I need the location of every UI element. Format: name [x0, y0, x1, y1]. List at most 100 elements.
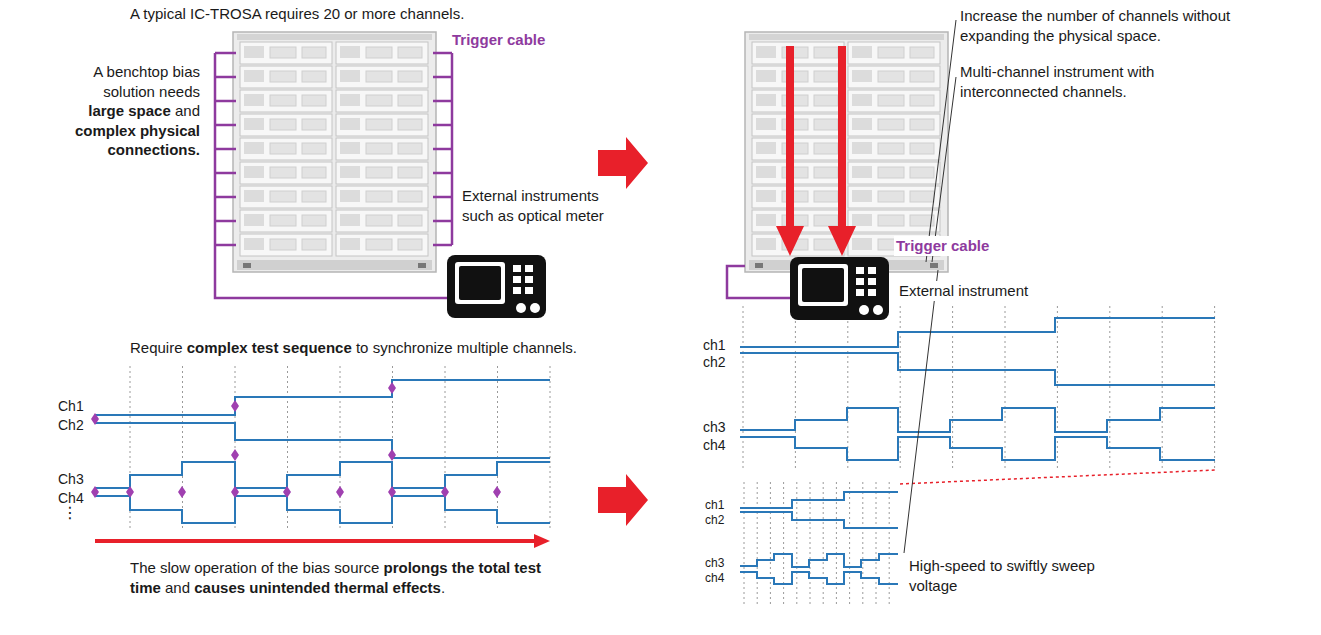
- instrument-module: [270, 119, 296, 130]
- instrument-module: [240, 210, 332, 232]
- channel-name: Ch2: [58, 416, 84, 434]
- instrument-icon: [798, 264, 848, 306]
- instrument-module: [848, 210, 940, 232]
- instrument-module: [782, 47, 808, 58]
- instrument-module: [240, 42, 332, 64]
- chart-grid: [1057, 306, 1058, 470]
- channel-name: ch4: [703, 436, 726, 454]
- instrument-module: [336, 66, 428, 88]
- transition-arrow: [598, 137, 648, 189]
- plain-text: A benchtop bias solution needs: [93, 63, 200, 100]
- instrument-module: [336, 186, 428, 208]
- trigger-marker: [178, 486, 186, 498]
- instrument-module: [752, 90, 844, 112]
- instrument-module: [302, 119, 326, 130]
- instrument-icon: [856, 267, 864, 274]
- instrument-module: [752, 114, 844, 136]
- chart-grid: [876, 482, 877, 605]
- instrument-module: [814, 95, 838, 106]
- instrument-module: [336, 42, 428, 64]
- instrument-module: [336, 186, 428, 208]
- instrument-module: [240, 186, 332, 208]
- trigger-cable: [727, 266, 790, 298]
- instrument-module: [336, 138, 428, 160]
- trigger-cable: [215, 52, 236, 55]
- chart-grid: [1214, 306, 1215, 470]
- instrument-icon: [790, 257, 889, 320]
- instrument-module: [398, 191, 422, 202]
- trigger-marker: [231, 400, 239, 412]
- instrument-module: [336, 234, 428, 256]
- instrument-module: [240, 66, 332, 88]
- trigger-marker: [91, 382, 501, 498]
- instrument-module: [910, 71, 934, 82]
- section-heading: Require complex test sequence to synchro…: [130, 338, 577, 358]
- instrument-module: [240, 186, 332, 208]
- instrument-icon: [513, 276, 521, 283]
- trigger-cable: [433, 172, 452, 175]
- waveform: [740, 437, 1215, 460]
- instrument-module: [244, 214, 264, 226]
- instrument-module: [910, 95, 934, 106]
- waveform: [740, 353, 1215, 385]
- instrument-module: [756, 214, 776, 226]
- trigger-cable: [433, 124, 452, 127]
- callout-text: Multi-channel instrument with interconne…: [960, 62, 1208, 101]
- rack-illustration: [755, 263, 763, 268]
- waveform: [740, 554, 898, 567]
- instrument-icon: [513, 265, 521, 272]
- instrument-module: [336, 162, 428, 184]
- plain-text: The slow operation of the bias source: [130, 559, 383, 576]
- trigger-cable: [215, 244, 236, 247]
- consolidation-arrow: [776, 226, 804, 256]
- rack-illustration: [237, 260, 432, 270]
- trigger-marker: [126, 486, 134, 498]
- instrument-module: [244, 70, 264, 82]
- rack-illustration: [237, 34, 432, 40]
- instrument-module: [878, 95, 904, 106]
- instrument-module: [398, 167, 422, 178]
- emphasis-text: complex test sequence: [187, 339, 352, 356]
- instrument-module: [756, 70, 776, 82]
- instrument-module: [240, 66, 332, 88]
- trigger-cable: [215, 76, 236, 79]
- instrument-module: [852, 118, 872, 130]
- trigger-cable: [215, 196, 236, 199]
- trigger-cable: [433, 244, 452, 247]
- instrument-module: [848, 90, 940, 112]
- channel-name: ch4: [705, 571, 724, 587]
- instrument-module: [782, 143, 808, 154]
- instrument-module: [752, 186, 844, 208]
- instrument-module: [240, 138, 332, 160]
- instrument-module: [240, 234, 332, 256]
- chart-grid: [130, 306, 1215, 605]
- instrument-module: [752, 186, 844, 208]
- instrument-module: [302, 239, 326, 250]
- emphasis-text: complex physical connections.: [75, 122, 200, 159]
- instrument-module: [240, 114, 332, 136]
- chart-grid: [497, 366, 498, 530]
- waveform: [95, 380, 550, 523]
- zoom-line: [900, 470, 1215, 484]
- instrument-module: [852, 214, 872, 226]
- instrument-icon: [447, 255, 546, 318]
- instrument-icon: [513, 287, 521, 294]
- instrument-module: [910, 143, 934, 154]
- waveform: [95, 380, 550, 415]
- chart-grid: [770, 482, 771, 605]
- instrument-module: [878, 71, 904, 82]
- consolidation-arrow: [838, 46, 846, 228]
- consolidation-arrow: [786, 46, 794, 228]
- instrument-module: [752, 162, 844, 184]
- time-arrow: [95, 534, 550, 548]
- trigger-cable: [215, 148, 236, 151]
- instrument-icon: [455, 262, 505, 304]
- instrument-module: [302, 167, 326, 178]
- trigger-marker: [231, 449, 239, 461]
- instrument-label: External instruments such as optical met…: [462, 186, 630, 225]
- chart-grid: [849, 482, 850, 605]
- chart-grid: [1162, 306, 1163, 470]
- instrument-module: [752, 42, 844, 64]
- chart-grid: [340, 366, 341, 530]
- trigger-marker: [493, 486, 501, 498]
